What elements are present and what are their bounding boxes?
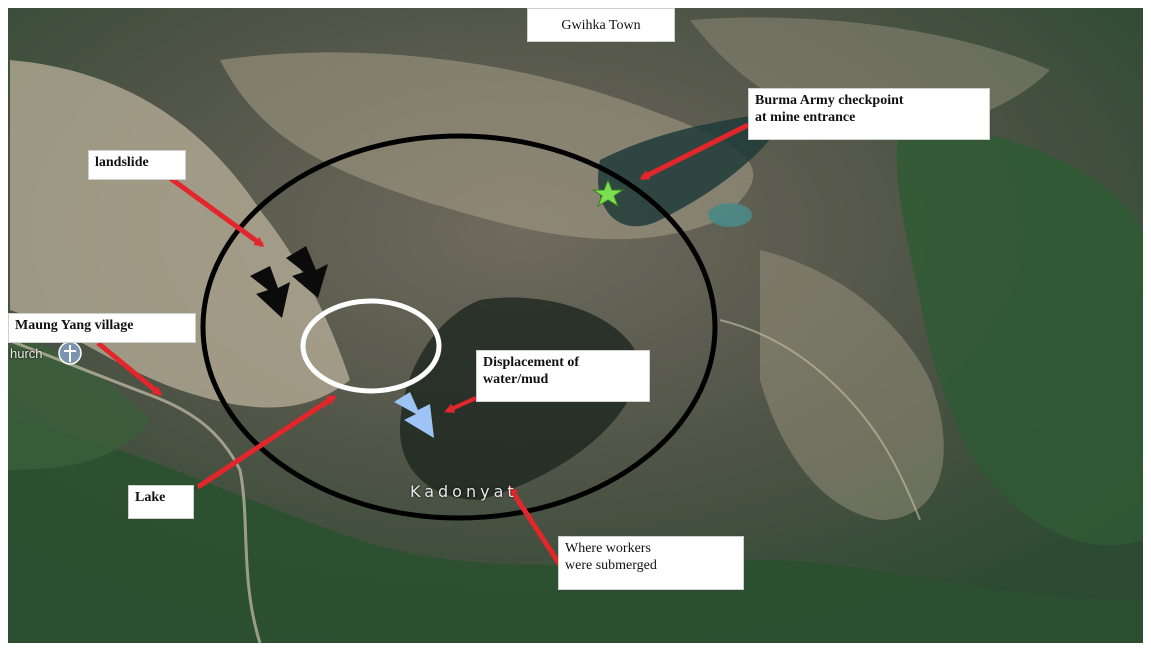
road bbox=[7, 338, 262, 644]
lake-label: Lake bbox=[128, 485, 194, 519]
blue-arrow-icon bbox=[394, 392, 434, 438]
black-arrow-1-icon bbox=[286, 246, 328, 298]
checkpoint-label: Burma Army checkpoint at mine entrance bbox=[748, 88, 990, 140]
road-2 bbox=[719, 319, 921, 521]
mining-area-right bbox=[760, 250, 944, 520]
landslide-label: landslide bbox=[88, 150, 186, 180]
arrow-workers bbox=[507, 485, 563, 567]
forest-right bbox=[896, 120, 1143, 546]
workers-label: Where workers were submerged bbox=[558, 536, 744, 590]
church-label: hurch bbox=[10, 346, 43, 361]
displacement-label: Displacement of water/mud bbox=[476, 350, 650, 402]
small-pond bbox=[708, 203, 752, 227]
arrow-displacement bbox=[444, 396, 477, 413]
lake-circle bbox=[300, 298, 442, 394]
black-arrow-2-icon bbox=[250, 266, 290, 318]
star-checkpoint-icon bbox=[591, 178, 625, 208]
village-label: Maung Yang village bbox=[8, 313, 196, 343]
forest-bottom bbox=[8, 420, 1143, 643]
arrow-village bbox=[96, 341, 163, 396]
arrow-lake bbox=[196, 394, 337, 490]
arrow-landslide bbox=[168, 175, 265, 248]
arrow-checkpoint bbox=[639, 122, 750, 181]
kadonyat-place-label: Kadonyat bbox=[410, 482, 518, 501]
gwihka-town-label: Gwihka Town bbox=[527, 8, 675, 42]
forest-left bbox=[8, 330, 150, 470]
church-cross-icon bbox=[64, 345, 76, 362]
affected-zone-circle bbox=[200, 133, 718, 521]
